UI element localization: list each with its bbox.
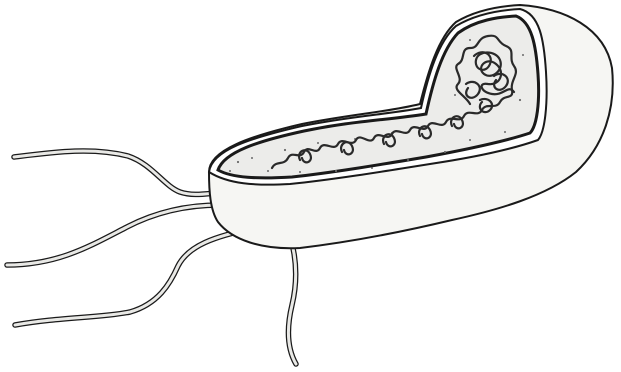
flagellum-3-core <box>15 228 256 325</box>
flagellum-1-core <box>14 151 216 194</box>
flagellum-1 <box>14 151 216 194</box>
